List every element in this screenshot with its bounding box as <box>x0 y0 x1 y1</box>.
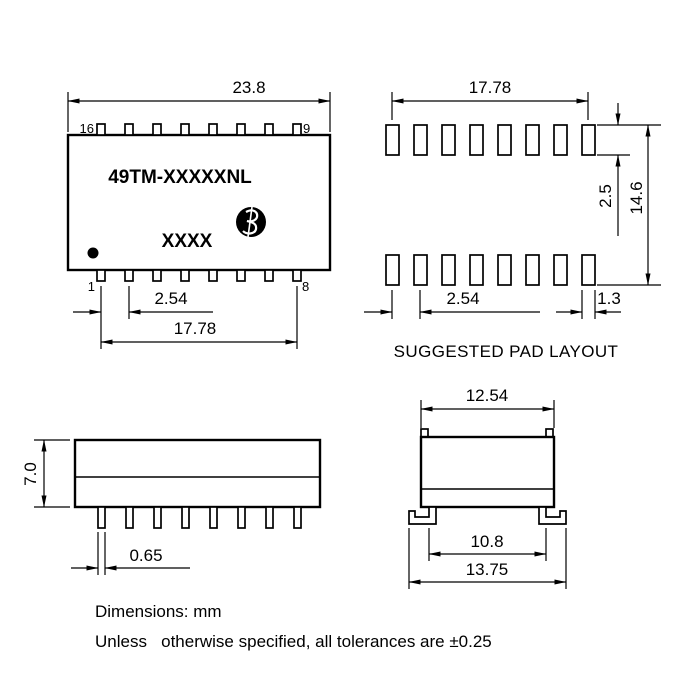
pin-label-9: 9 <box>303 121 310 136</box>
date-code-text: XXXX <box>162 231 213 252</box>
note-tolerance: Unless otherwise specified, all toleranc… <box>95 632 492 651</box>
dim-label-body-height: 7.0 <box>21 462 40 486</box>
dim-label-end-body-width: 12.54 <box>466 386 509 405</box>
dim-label-pad-height: 2.5 <box>596 184 615 208</box>
dim-label-pad-layout-height: 14.6 <box>627 181 646 214</box>
pin-row-top <box>96 123 302 136</box>
dim-label-body-width-top-view: 23.8 <box>232 78 265 97</box>
dim-label-pin-span-top-view: 17.78 <box>174 319 217 338</box>
dim-label-lead-inner-span: 10.8 <box>470 532 503 551</box>
dim-label-pad-width: 1.3 <box>597 289 621 308</box>
dim-label-lead-width: 0.65 <box>129 546 162 565</box>
manufacturer-logo <box>236 206 266 238</box>
end-lead-right <box>538 506 567 525</box>
pin-label-16: 16 <box>80 121 94 136</box>
side-body-outline <box>73 438 322 509</box>
end-corner-tab-right <box>545 428 554 438</box>
dim-label-pad-span: 17.78 <box>469 78 512 97</box>
pin-label-8: 8 <box>302 279 309 294</box>
package-body-outline <box>66 133 332 272</box>
end-lead-left <box>408 506 437 525</box>
pin1-marker-dot <box>87 247 99 259</box>
part-number-text: 49TM-XXXXXNL <box>108 167 252 188</box>
pad-row-top <box>385 124 596 156</box>
pad-layout-view: 17.78 2.5 14.6 2.54 1.3 SUGGESTED PAD LA… <box>364 78 661 361</box>
notes: Dimensions: mm Unless otherwise specifie… <box>95 602 492 651</box>
pin-row-bottom <box>96 269 302 282</box>
pad-row-bottom <box>385 254 596 286</box>
top-view: 23.8 16 9 1 8 49TM-XXXXXNL XXXX 2.54 17.… <box>66 78 332 349</box>
pad-layout-title: SUGGESTED PAD LAYOUT <box>394 342 619 361</box>
end-view: 12.54 10.8 13.75 <box>408 386 567 589</box>
side-view: 7.0 0.65 <box>21 438 322 575</box>
side-pin-row <box>97 506 302 529</box>
dim-label-lead-outer-span: 13.75 <box>466 560 509 579</box>
dim-label-pin-pitch-top-view: 2.54 <box>154 289 187 308</box>
dim-label-pad-pitch: 2.54 <box>446 289 479 308</box>
pin-label-1: 1 <box>88 279 95 294</box>
note-units: Dimensions: mm <box>95 602 222 621</box>
end-body-outline <box>419 435 556 509</box>
end-corner-tab-left <box>420 428 429 438</box>
